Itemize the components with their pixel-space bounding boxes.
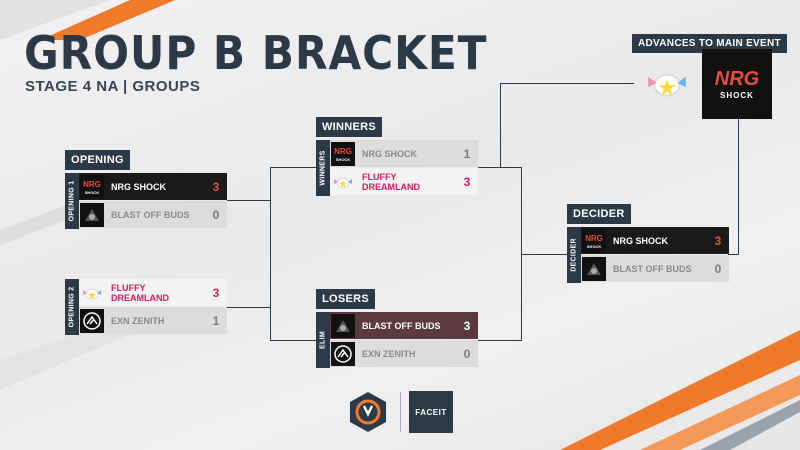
team-name: BLAST OFF BUDS	[362, 320, 441, 331]
team-row[interactable]: FLUFFY DREAMLAND 3	[79, 279, 227, 306]
connector	[270, 340, 318, 341]
opening-label: OPENING	[65, 150, 130, 170]
advances-label: ADVANCES TO MAIN EVENT	[632, 34, 787, 53]
team-name: BLAST OFF BUDS	[111, 209, 190, 220]
team-score: 3	[463, 174, 471, 189]
match-side-label: WINNERS	[316, 140, 330, 196]
team-row[interactable]: BLAST OFF BUDS 0	[581, 255, 729, 282]
connector	[478, 340, 522, 341]
team-row[interactable]: NRG SHOCK 3	[79, 173, 227, 200]
winners-label: WINNERS	[316, 117, 383, 137]
fluffy-dreamland-advance-logo	[634, 58, 700, 108]
nrg-shock-logo	[581, 227, 607, 254]
team-row[interactable]: BLAST OFF BUDS 3	[330, 312, 478, 339]
match-side-label: DECIDER	[567, 227, 581, 283]
connector	[270, 167, 318, 168]
fluffy-dreamland-logo	[79, 279, 105, 306]
team-row[interactable]: BLAST OFF BUDS 0	[79, 201, 227, 228]
nrg-shock-advance-logo: NRG SHOCK	[702, 49, 772, 119]
team-score: 3	[212, 179, 220, 194]
team-name: BLAST OFF BUDS	[613, 263, 692, 274]
match-side-label: OPENING 2	[65, 279, 79, 335]
losers-label: LOSERS	[316, 289, 376, 309]
connector	[270, 167, 271, 341]
nrg-logo-subtext: SHOCK	[720, 91, 754, 100]
connector	[738, 119, 739, 255]
team-score: 3	[212, 285, 220, 300]
overwatch-champions-logo	[350, 392, 386, 432]
connector	[521, 254, 569, 255]
nrg-shock-logo	[330, 140, 356, 167]
connector	[500, 83, 634, 84]
team-score: 3	[463, 318, 471, 333]
team-name: FLUFFY DREAMLAND	[362, 171, 420, 192]
team-name: NRG SHOCK	[111, 181, 167, 192]
match-side-label: OPENING 1	[65, 173, 79, 229]
team-score: 1	[212, 313, 220, 328]
team-row[interactable]: EXN ZENITH 1	[79, 307, 227, 334]
team-name: NRG SHOCK	[613, 235, 669, 246]
nrg-shock-logo	[79, 173, 105, 200]
blast-off-buds-logo	[79, 201, 105, 228]
team-score: 0	[463, 346, 471, 361]
team-row[interactable]: FLUFFY DREAMLAND 3	[330, 168, 478, 195]
team-score: 0	[212, 207, 220, 222]
connector	[478, 167, 522, 168]
blast-off-buds-logo	[330, 312, 356, 339]
connector	[227, 307, 271, 308]
nrg-logo-text: NRG	[714, 68, 760, 90]
exn-zenith-logo	[330, 340, 356, 367]
team-row[interactable]: NRG SHOCK 1	[330, 140, 478, 167]
team-score: 3	[714, 233, 722, 248]
connector	[227, 200, 271, 201]
team-name: EXN ZENITH	[111, 315, 165, 326]
fluffy-dreamland-logo	[330, 168, 356, 195]
blast-off-buds-logo	[581, 255, 607, 282]
footer-divider	[400, 392, 401, 432]
connector	[728, 254, 738, 255]
team-row[interactable]: NRG SHOCK 3	[581, 227, 729, 254]
team-name: NRG SHOCK	[362, 148, 418, 159]
exn-zenith-logo	[79, 307, 105, 334]
page-subtitle: STAGE 4 NA | GROUPS	[25, 78, 201, 95]
team-row[interactable]: EXN ZENITH 0	[330, 340, 478, 367]
team-score: 1	[463, 146, 471, 161]
faceit-logo: FACEIT	[409, 391, 453, 433]
connector	[500, 83, 501, 167]
page-title: GROUP B BRACKET	[24, 26, 488, 80]
team-name: FLUFFY DREAMLAND	[111, 282, 169, 303]
match-side-label: ELIM	[316, 312, 330, 368]
team-score: 0	[714, 261, 722, 276]
decider-label: DECIDER	[567, 204, 631, 224]
team-name: EXN ZENITH	[362, 348, 416, 359]
